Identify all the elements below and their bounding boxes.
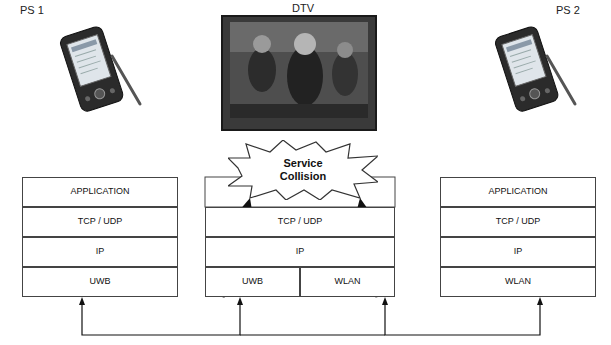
medium-line — [240, 334, 385, 335]
layer-label: UWB — [242, 277, 263, 287]
protocol-layer: UWB — [205, 267, 300, 297]
stylus-right — [547, 56, 575, 104]
device-label: PS 2 — [556, 4, 580, 16]
arrow-head — [382, 297, 388, 305]
layer-label: UWB — [90, 277, 111, 287]
protocol-layer: WLAN — [440, 267, 596, 297]
link-connector — [382, 297, 543, 335]
link-connector — [79, 297, 243, 335]
layer-label: WLAN — [334, 277, 360, 287]
arrow-head — [537, 297, 543, 305]
television — [222, 16, 376, 130]
collision-label: Service Collision — [273, 157, 333, 182]
protocol-layer: IP — [22, 237, 178, 267]
protocol-layer: TCP / UDP — [205, 207, 395, 237]
connector-line — [82, 305, 240, 335]
arrow-head — [79, 297, 85, 305]
protocol-layer: APPLICATION — [440, 177, 596, 207]
device-label: DTV — [292, 2, 314, 14]
layer-label: TCP / UDP — [496, 217, 540, 227]
protocol-layer: IP — [440, 237, 596, 267]
protocol-layer: IP — [205, 237, 395, 267]
layer-label: IP — [96, 247, 105, 257]
protocol-layer: WLAN — [300, 267, 395, 297]
device-label: PS 1 — [20, 4, 44, 16]
layer-label: APPLICATION — [489, 187, 548, 197]
handheld-right — [494, 25, 560, 113]
stylus-left — [112, 56, 140, 104]
arrow-head — [237, 297, 243, 305]
connector-line — [385, 305, 540, 335]
protocol-layer: UWB — [22, 267, 178, 297]
layer-label: IP — [296, 247, 305, 257]
protocol-layer: TCP / UDP — [440, 207, 596, 237]
layer-label: TCP / UDP — [278, 217, 322, 227]
protocol-layer: TCP / UDP — [22, 207, 178, 237]
handheld-left — [59, 25, 125, 113]
collision-burst: Service Collision — [228, 140, 378, 200]
layer-label: TCP / UDP — [78, 217, 122, 227]
layer-label: APPLICATION — [71, 187, 130, 197]
layer-label: IP — [514, 247, 523, 257]
layer-label: WLAN — [505, 277, 531, 287]
protocol-layer: APPLICATION — [22, 177, 178, 207]
